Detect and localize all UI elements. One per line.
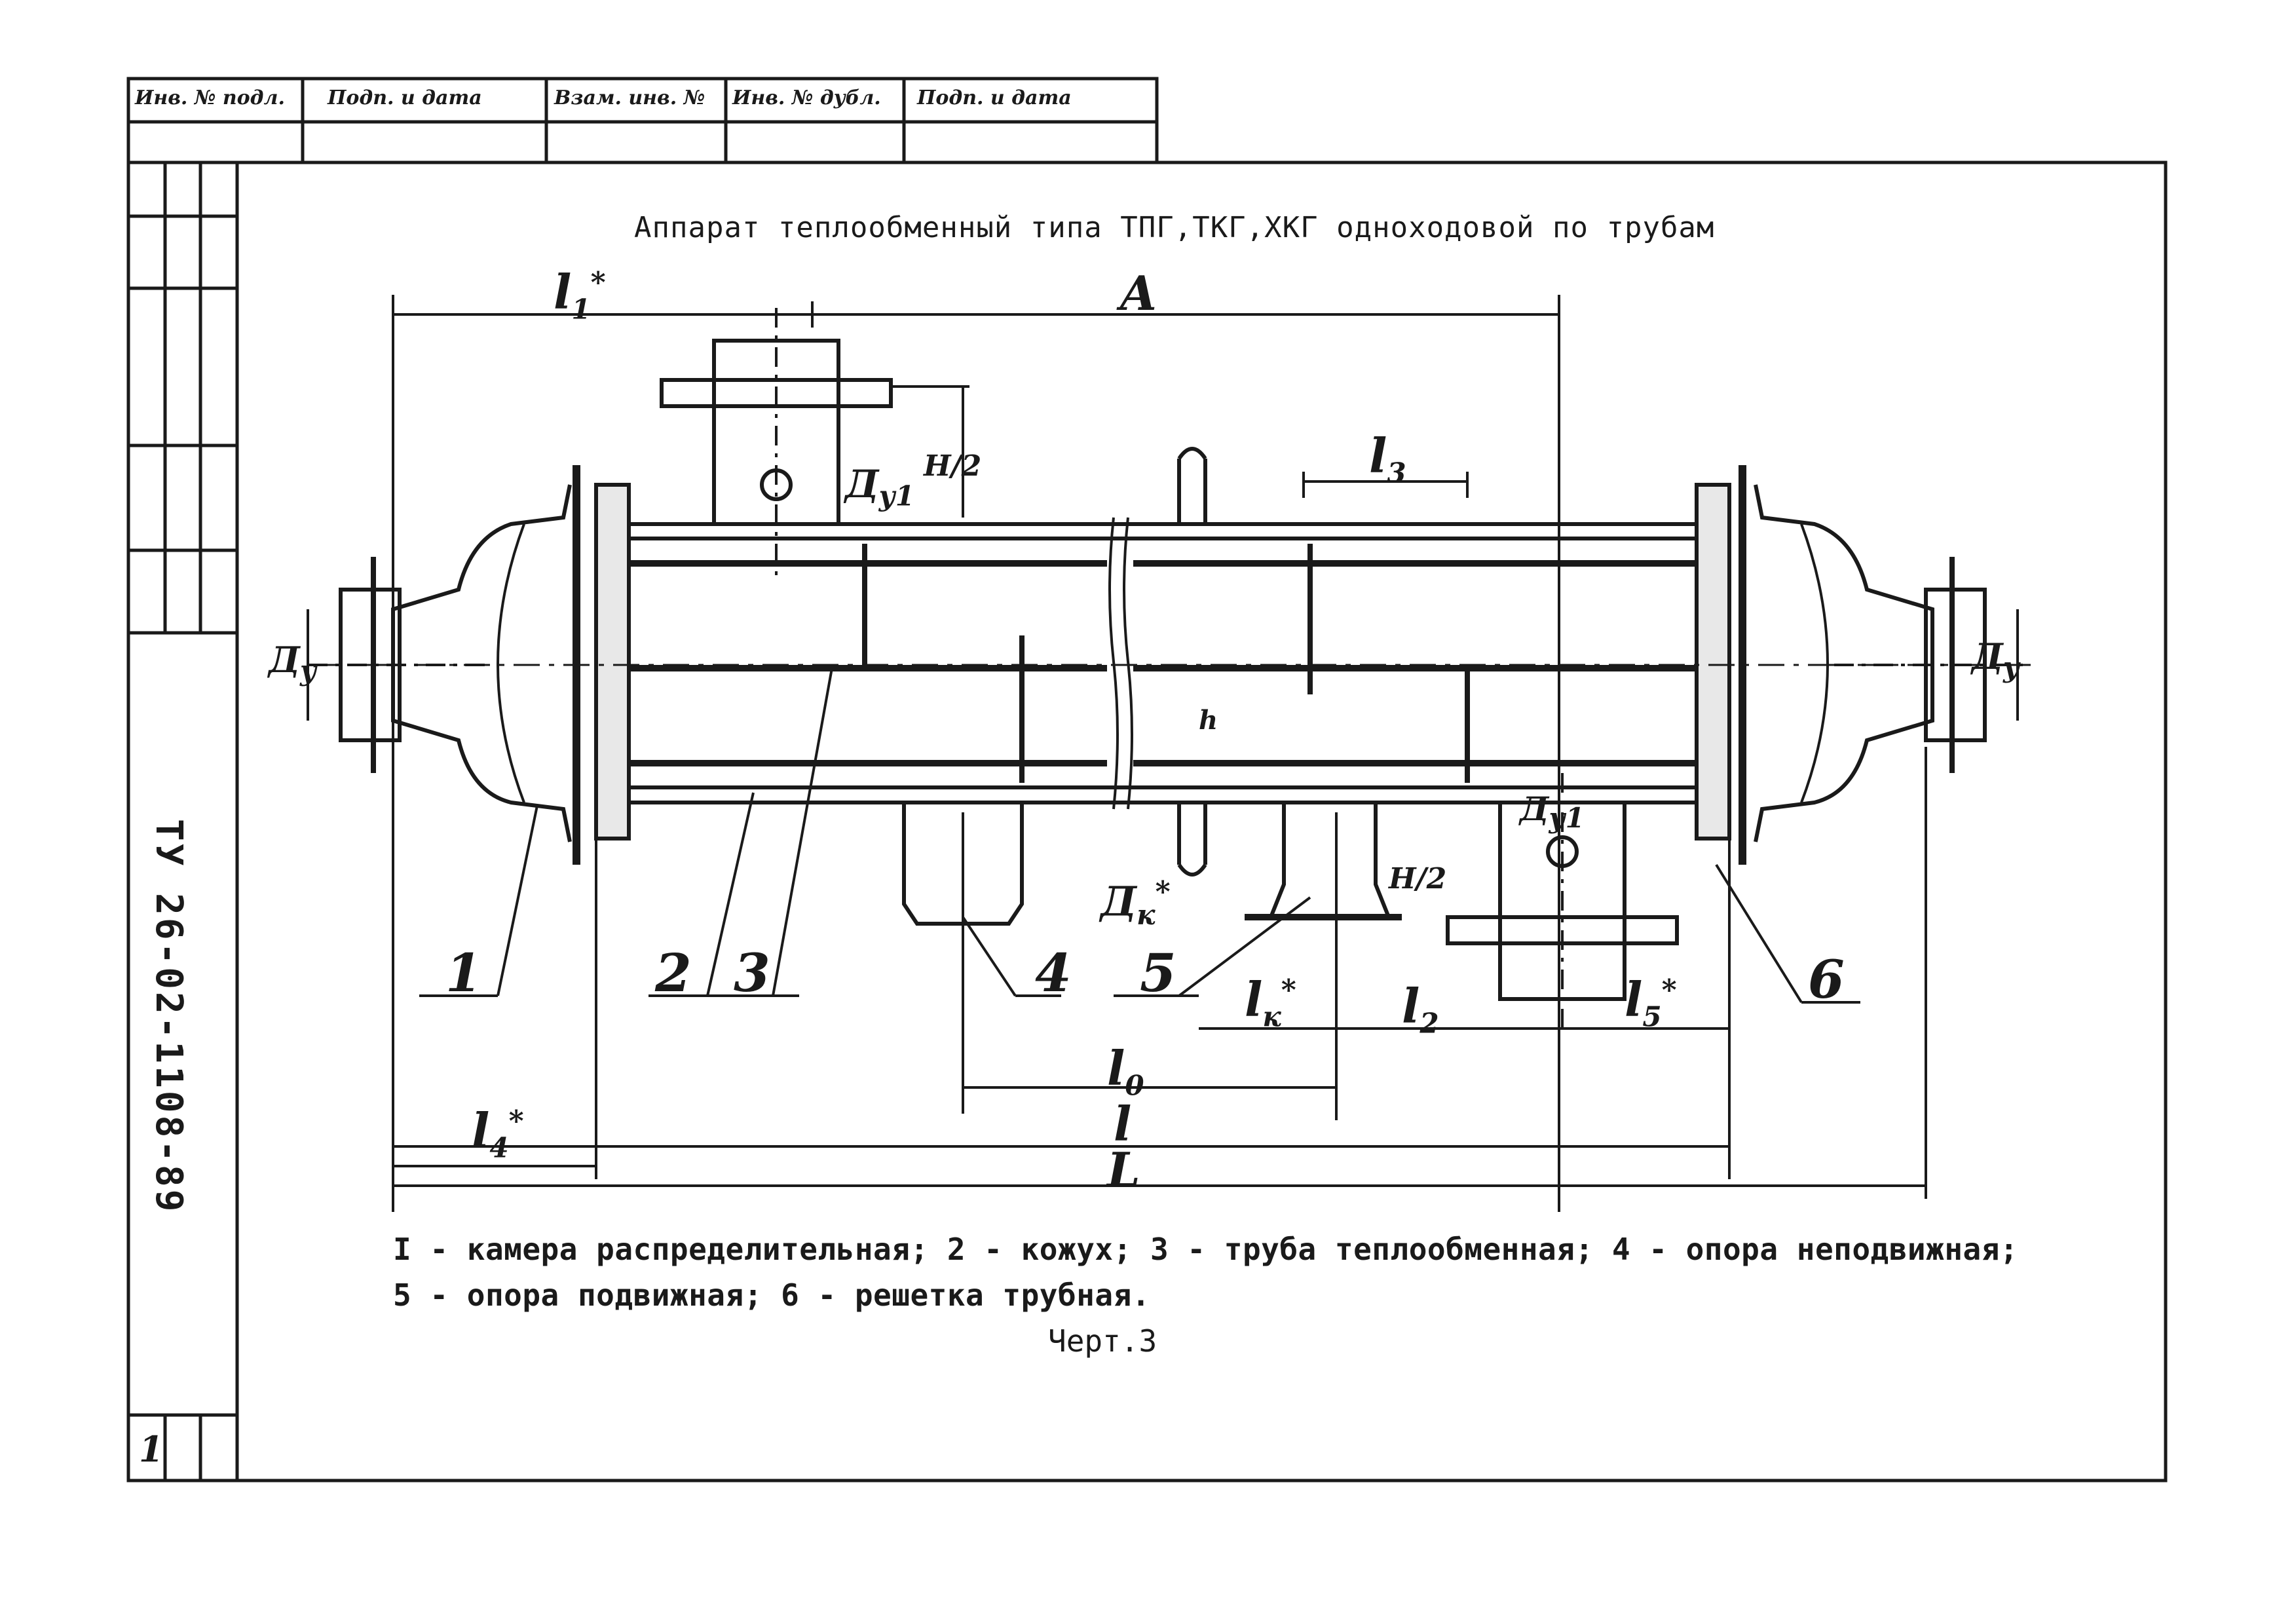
dim-l0: l0 — [1107, 1040, 1144, 1102]
legend-line-1: I - камера распределительная; 2 - кожух;… — [393, 1232, 2019, 1267]
drawing-title: Аппарат теплообменный типа ТПГ,ТКГ,ХКГ о… — [634, 211, 1715, 244]
dimension-lines — [307, 295, 2019, 1212]
dim-A: A — [1120, 265, 1157, 321]
dim-h: h — [1199, 705, 1218, 736]
dim-dy1-top: Ду1 — [845, 462, 914, 512]
dim-dy1-bottom: Ду1 — [1520, 789, 1585, 834]
sheet-number: 1 — [139, 1428, 164, 1470]
dim-dy-right: Ду — [1972, 635, 2020, 683]
dim-lk: lк* — [1245, 972, 1296, 1033]
callout-3: 3 — [734, 942, 770, 1004]
dim-l1: l1* — [554, 264, 606, 326]
dim-l4: l4* — [472, 1103, 524, 1164]
header-podp-data-2: Подп. и дата — [917, 86, 1072, 109]
dim-l: l — [1114, 1096, 1132, 1152]
caption: Черт.3 — [1048, 1323, 1157, 1359]
header-inv-podl: Инв. № подл. — [135, 86, 285, 109]
callout-1: 1 — [445, 942, 482, 1004]
callout-4: 4 — [1035, 942, 1072, 1004]
dim-dy-left: Ду — [269, 639, 317, 687]
document-code: ТУ 26-02-1108-89 — [147, 819, 190, 1215]
header-podp-data: Подп. и дата — [328, 86, 482, 109]
callout-6: 6 — [1808, 949, 1845, 1010]
dim-L: L — [1107, 1142, 1140, 1198]
dim-l5: l5* — [1625, 972, 1677, 1033]
left-strip — [126, 161, 239, 1482]
dim-h2-top: H/2 — [924, 449, 982, 483]
dim-l3: l3 — [1369, 428, 1406, 489]
dim-l2: l2 — [1402, 978, 1439, 1040]
legend-line-2: 5 - опора подвижная; 6 - решетка трубная… — [393, 1277, 1150, 1313]
callout-5: 5 — [1140, 942, 1176, 1004]
heat-exchanger — [308, 308, 2031, 1035]
callout-2: 2 — [655, 942, 692, 1004]
header-inv-dubl: Инв. № дубл. — [732, 86, 881, 109]
dim-h2-bottom: H/2 — [1389, 862, 1447, 896]
header-vzam-inv: Взам. инв. № — [554, 86, 705, 109]
dim-dk: Дк* — [1100, 875, 1171, 932]
